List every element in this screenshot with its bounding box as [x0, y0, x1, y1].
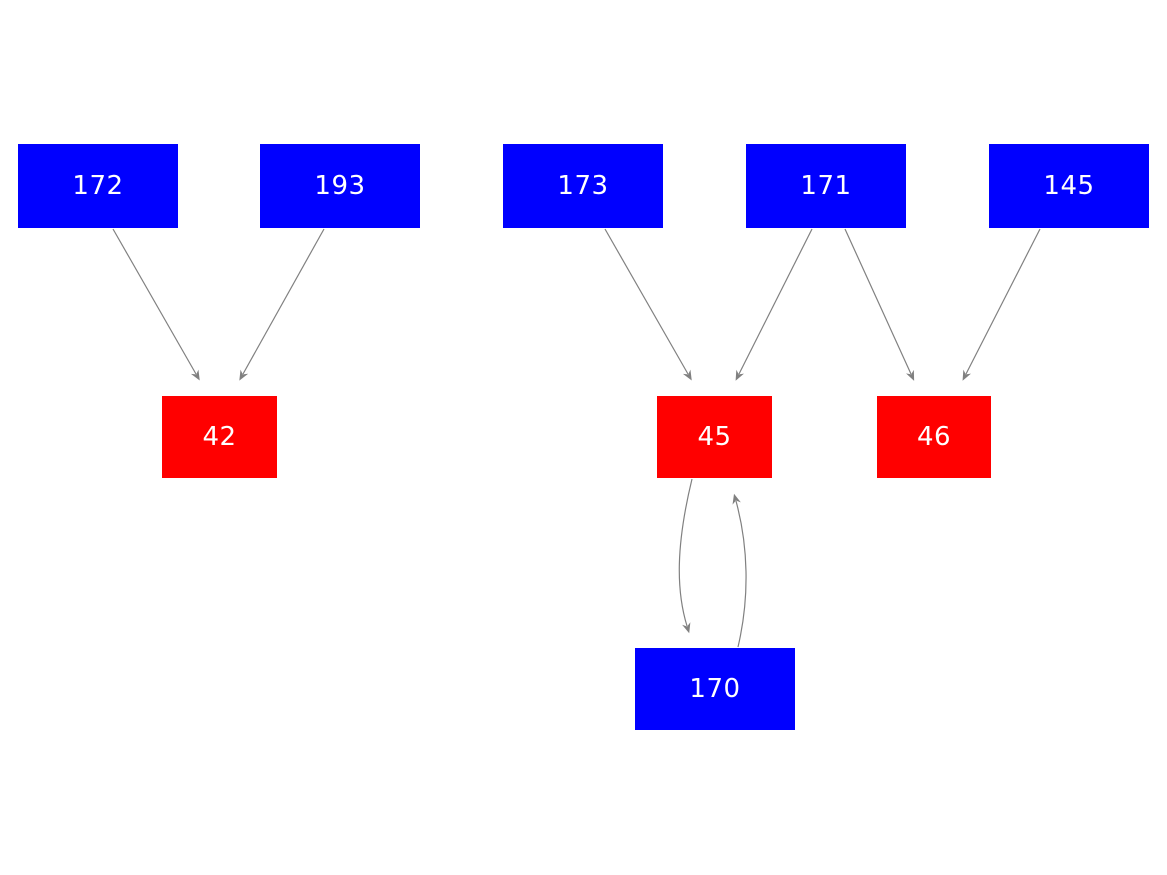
node-label: 45: [697, 422, 732, 452]
node-42[interactable]: 42: [162, 396, 277, 478]
node-172[interactable]: 172: [18, 144, 178, 228]
node-label: 171: [800, 171, 852, 201]
node-193[interactable]: 193: [260, 144, 420, 228]
node-145[interactable]: 145: [989, 144, 1149, 228]
node-173[interactable]: 173: [503, 144, 663, 228]
edges-group: [112, 228, 1041, 648]
edge-173-to-45: [604, 228, 692, 381]
edge-171-to-45: [735, 228, 813, 381]
edge-45-to-170: [678, 478, 693, 634]
node-46[interactable]: 46: [877, 396, 991, 478]
edge-171-to-46: [844, 228, 915, 381]
node-45[interactable]: 45: [657, 396, 772, 478]
node-label: 170: [689, 674, 741, 704]
edge-170-to-45: [732, 493, 747, 648]
node-label: 42: [202, 422, 237, 452]
node-label: 172: [72, 171, 124, 201]
node-label: 46: [916, 422, 952, 452]
node-label: 173: [557, 171, 609, 201]
node-171[interactable]: 171: [746, 144, 906, 228]
edge-145-to-46: [962, 228, 1041, 381]
node-label: 145: [1043, 171, 1095, 201]
edge-172-to-42: [112, 228, 200, 381]
node-170[interactable]: 170: [635, 648, 795, 730]
node-label: 193: [314, 171, 366, 201]
edge-193-to-42: [239, 228, 325, 381]
